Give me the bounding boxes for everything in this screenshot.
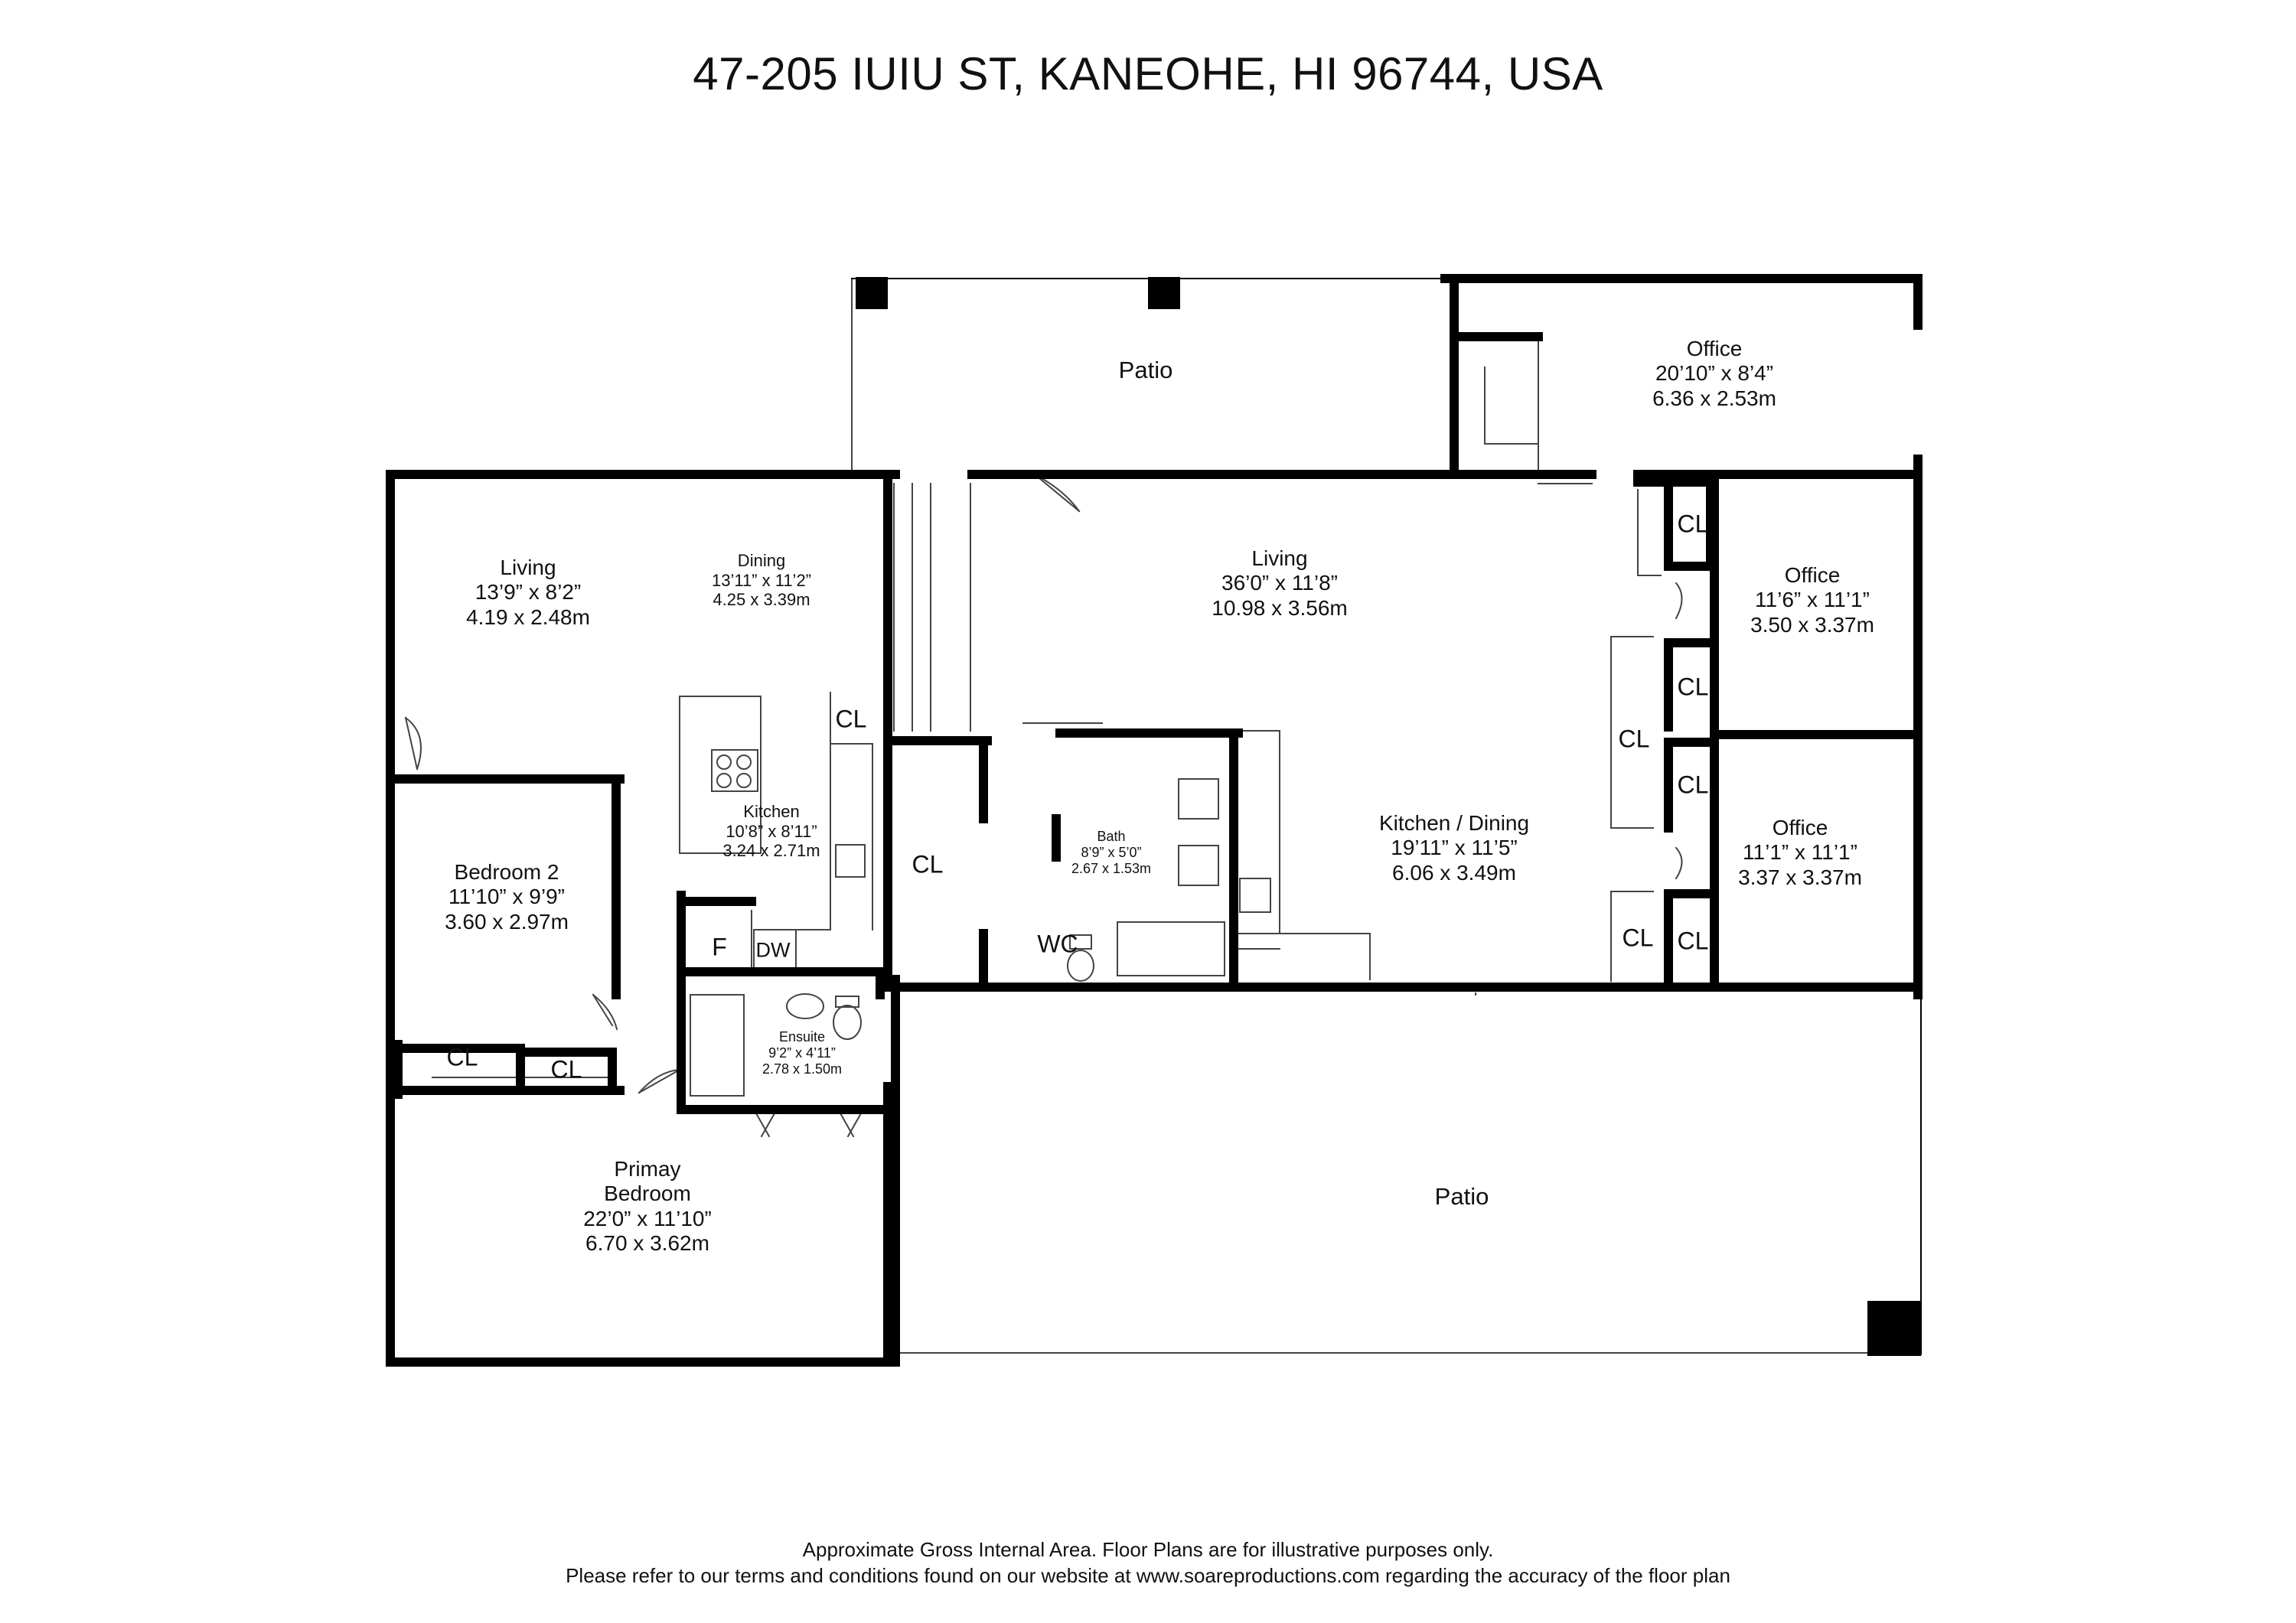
room-metric: 4.19 x 2.48m bbox=[466, 605, 590, 629]
room-metric: 6.06 x 3.49m bbox=[1392, 860, 1516, 885]
closet-label: CL bbox=[1677, 673, 1709, 701]
room-imperial: 13’11” x 11’2” bbox=[711, 570, 812, 590]
room-metric: 6.36 x 2.53m bbox=[1652, 386, 1776, 410]
room-name: Office bbox=[1784, 563, 1841, 587]
room-metric: 4.25 x 3.39m bbox=[713, 590, 810, 610]
room-office-low: Office 11’1” x 11’1” 3.37 x 3.37m bbox=[1738, 816, 1862, 890]
room-kitchen-dining: Kitchen / Dining 19’11” x 11’5” 6.06 x 3… bbox=[1379, 811, 1529, 885]
fridge-label: F bbox=[712, 933, 727, 961]
room-metric: 6.70 x 3.62m bbox=[585, 1231, 709, 1256]
room-metric: 3.60 x 2.97m bbox=[445, 909, 569, 934]
room-imperial: 13’9” x 8’2” bbox=[475, 580, 582, 605]
room-metric: 3.37 x 3.37m bbox=[1738, 865, 1862, 889]
room-name: Patio bbox=[1118, 357, 1173, 383]
closet-label: CL bbox=[550, 1055, 582, 1084]
room-name: Kitchen / Dining bbox=[1378, 811, 1530, 835]
room-metric: 2.67 x 1.53m bbox=[1071, 860, 1152, 876]
room-patio-top: Patio bbox=[1119, 357, 1173, 384]
room-bedroom-2: Bedroom 2 11’10” x 9’9” 3.60 x 2.97m bbox=[445, 860, 569, 934]
closet-label: CL bbox=[1677, 510, 1709, 538]
room-name: Ensuite bbox=[778, 1029, 826, 1045]
closet-label: CL bbox=[835, 705, 867, 733]
closet-label: CL bbox=[1677, 771, 1709, 799]
room-metric: 2.78 x 1.50m bbox=[762, 1061, 843, 1077]
room-imperial: 20’10” x 8’4” bbox=[1655, 361, 1774, 386]
room-primary-bedroom: Primay Bedroom 22’0” x 11’10” 6.70 x 3.6… bbox=[583, 1157, 712, 1256]
room-name: Living bbox=[500, 556, 556, 579]
room-name: Bath bbox=[1097, 829, 1126, 844]
walls bbox=[386, 274, 1923, 1367]
room-living-main: Living 36’0” x 11’8” 10.98 x 3.56m bbox=[1212, 546, 1347, 621]
room-name: Office bbox=[1772, 816, 1828, 839]
room-name: Dining bbox=[737, 551, 786, 570]
closet-label: CL bbox=[912, 850, 944, 878]
room-living-left: Living 13’9” x 8’2” 4.19 x 2.48m bbox=[466, 556, 590, 630]
room-imperial: 9’2” x 4’11” bbox=[768, 1045, 836, 1061]
dishwasher-label: DW bbox=[755, 938, 791, 962]
room-imperial: 11’1” x 11’1” bbox=[1743, 840, 1857, 865]
room-metric: 3.50 x 3.37m bbox=[1750, 612, 1874, 637]
room-imperial: 11’6” x 11’1” bbox=[1755, 588, 1870, 612]
room-name-line2: Bedroom bbox=[604, 1181, 691, 1206]
closet-label: CL bbox=[446, 1043, 478, 1071]
posts bbox=[856, 277, 1921, 1356]
room-name: Bedroom 2 bbox=[454, 860, 559, 884]
room-imperial: 8’9” x 5’0” bbox=[1081, 844, 1142, 860]
closet-label: CL bbox=[1677, 927, 1709, 955]
wc-label: WC bbox=[1037, 930, 1078, 958]
room-name: Patio bbox=[1434, 1183, 1489, 1210]
room-dining: Dining 13’11” x 11’2” 4.25 x 3.39m bbox=[712, 551, 811, 610]
room-metric: 10.98 x 3.56m bbox=[1212, 595, 1348, 620]
closet-label: CL bbox=[1622, 924, 1654, 952]
room-office-mid: Office 11’6” x 11’1” 3.50 x 3.37m bbox=[1750, 563, 1874, 637]
room-imperial: 19’11” x 11’5” bbox=[1391, 836, 1518, 860]
address-title: 47-205 IUIU ST, KANEOHE, HI 96744, USA bbox=[693, 48, 1603, 99]
closet-label: CL bbox=[1618, 725, 1650, 753]
room-bath: Bath 8’9” x 5’0” 2.67 x 1.53m bbox=[1071, 829, 1151, 877]
footer-terms: Please refer to our terms and conditions… bbox=[566, 1564, 1730, 1587]
room-name: Office bbox=[1686, 337, 1743, 360]
footer-disclaimer: Approximate Gross Internal Area. Floor P… bbox=[802, 1538, 1494, 1561]
room-imperial: 22’0” x 11’10” bbox=[583, 1206, 712, 1230]
room-metric: 3.24 x 2.71m bbox=[722, 841, 820, 861]
room-ensuite: Ensuite 9’2” x 4’11” 2.78 x 1.50m bbox=[762, 1029, 842, 1077]
room-name-line1: Primay bbox=[614, 1157, 681, 1181]
room-imperial: 11’10” x 9’9” bbox=[448, 885, 565, 909]
room-name: Kitchen bbox=[743, 802, 800, 821]
room-patio-bottom: Patio bbox=[1435, 1183, 1489, 1211]
room-name: Living bbox=[1251, 546, 1308, 570]
room-imperial: 10’8” x 8’11” bbox=[726, 821, 817, 841]
room-kitchen: Kitchen 10’8” x 8’11” 3.24 x 2.71m bbox=[722, 802, 820, 861]
room-imperial: 36’0” x 11’8” bbox=[1221, 571, 1339, 595]
room-office-top: Office 20’10” x 8’4” 6.36 x 2.53m bbox=[1652, 337, 1776, 411]
